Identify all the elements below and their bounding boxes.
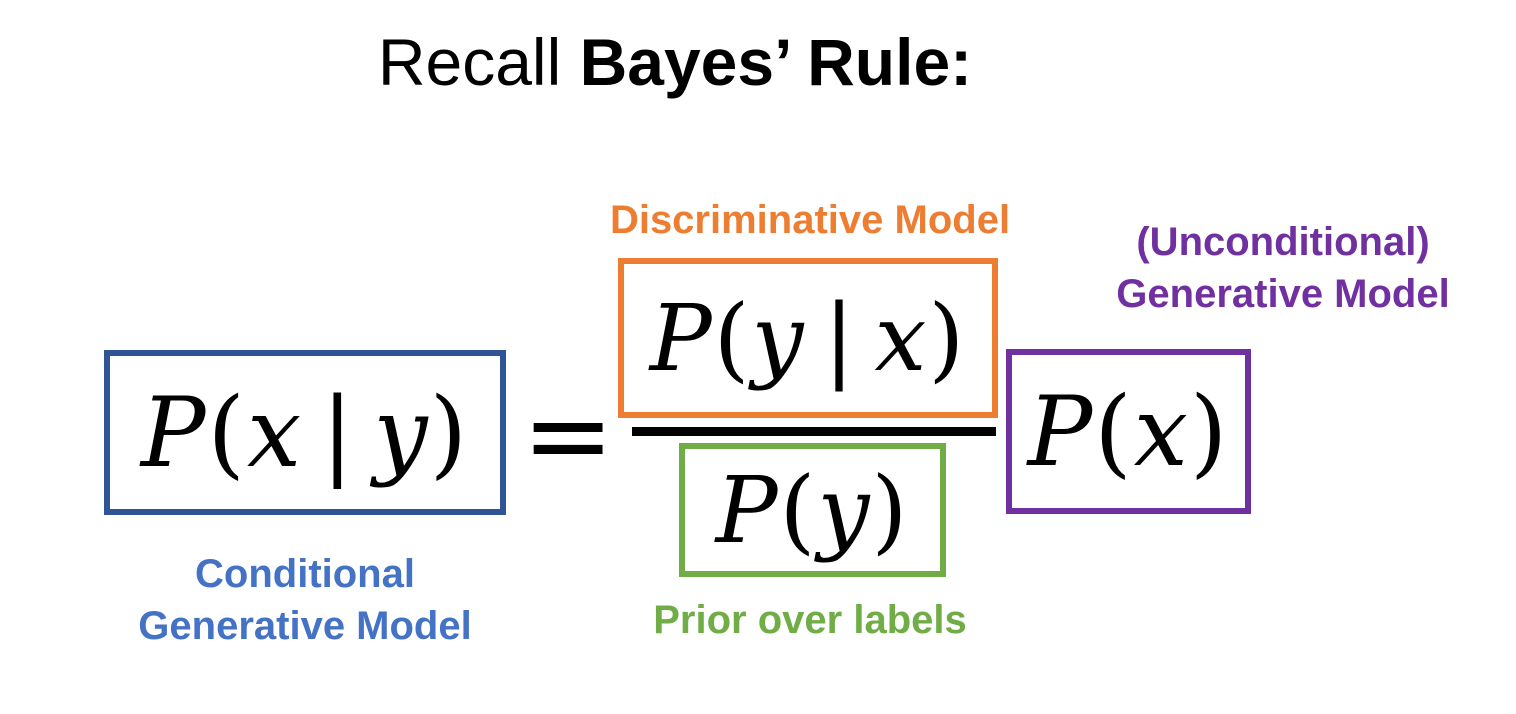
title-regular: Recall: [377, 25, 580, 99]
numerator-expression: P(y|x): [649, 284, 967, 392]
equals-sign: =: [522, 371, 615, 499]
conditional-line-1: Conditional: [195, 552, 415, 596]
prior-box: P(y): [679, 443, 946, 577]
label-unconditional-generative-model: (Unconditional) Generative Model: [1058, 216, 1508, 320]
fraction-bar: [632, 427, 996, 436]
label-discriminative-model: Discriminative Model: [609, 198, 1011, 242]
discriminative-box: P(y|x): [618, 258, 998, 418]
unconditional-line-2: Generative Model: [1116, 272, 1450, 316]
lhs-expression: P(x|y): [140, 376, 470, 489]
title-bold: Bayes’ Rule:: [579, 25, 973, 99]
denominator-expression: P(y): [715, 456, 910, 564]
conditional-line-2: Generative Model: [138, 604, 472, 648]
marginal-expression: P(x): [1027, 375, 1230, 488]
slide-title: Recall Bayes’ Rule:: [0, 24, 1350, 100]
conditional-generative-box: P(x|y): [104, 350, 506, 515]
label-conditional-generative-model: Conditional Generative Model: [80, 548, 530, 652]
unconditional-line-1: (Unconditional): [1136, 220, 1430, 264]
unconditional-generative-box: P(x): [1006, 349, 1251, 514]
label-prior-over-labels: Prior over labels: [653, 598, 967, 642]
